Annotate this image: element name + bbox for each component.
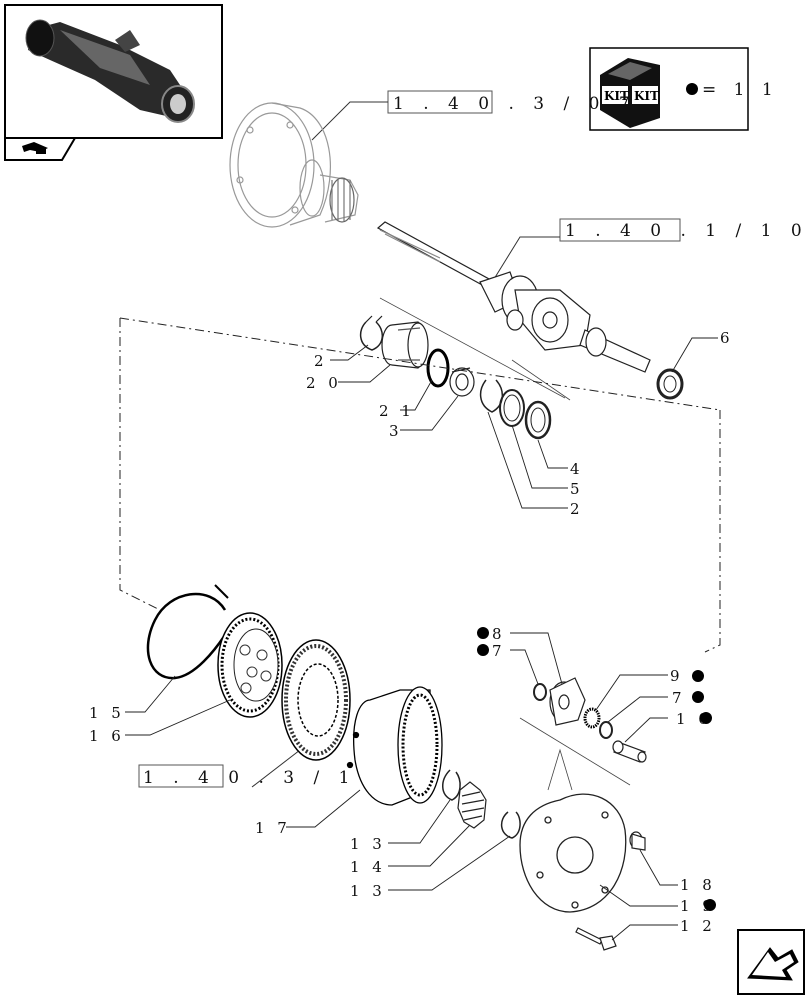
callout-21: 2 1 — [379, 402, 415, 420]
axle-assembly-icon — [25, 19, 195, 123]
thrust-washer-7-right — [599, 721, 613, 739]
planet-guide-lines — [519, 717, 631, 791]
callout-2-lower: 2 — [570, 500, 584, 518]
callout-9: 9 — [670, 667, 684, 685]
bolt-12 — [575, 927, 617, 951]
bearing-3 — [449, 367, 475, 397]
callout-7-left: 7 — [492, 642, 506, 660]
kit-dot-7-right — [692, 691, 704, 703]
kit-label-left: KIT — [604, 89, 629, 103]
dashed-alignment-lines — [119, 317, 721, 653]
callout-13-upper: 1 3 — [350, 835, 386, 853]
kit-quantity: = 1 1 — [702, 80, 779, 100]
planet-gear-8 — [549, 677, 586, 726]
spacer-6 — [656, 368, 684, 400]
snap-ring-2-upper — [359, 315, 383, 351]
kit-box-icon: KIT KIT — [600, 58, 660, 128]
callout-19: 1 9 — [680, 897, 716, 915]
callout-15: 1 5 — [89, 704, 125, 722]
callout-16: 1 6 — [89, 727, 125, 745]
plug-18 — [629, 831, 646, 851]
hand-pointer-icon — [22, 142, 48, 154]
kit-dot-8 — [477, 627, 489, 639]
callout-3: 3 — [389, 422, 403, 440]
callout-18: 1 8 — [680, 876, 716, 894]
reference-1-40-3-13[interactable]: 1 . 4 0 . 3 / 1 3 — [138, 749, 387, 788]
reference-1-40-1-10a[interactable]: 1 . 4 0 . 1 / 1 0 A — [485, 218, 812, 293]
kit-dot-19 — [704, 899, 716, 911]
kit-dot-7-left — [477, 644, 489, 656]
callout-10: 1 0 — [676, 710, 712, 728]
next-page-button[interactable] — [737, 929, 805, 995]
needle-bearing-9 — [583, 707, 601, 729]
kit-dot-10 — [700, 712, 712, 724]
leader-lines — [125, 337, 718, 941]
snap-ring-13-left — [442, 769, 461, 801]
callout-4: 4 — [570, 460, 584, 478]
callout-20: 2 0 — [306, 374, 342, 392]
seal-5 — [499, 389, 525, 427]
circlip-15 — [146, 584, 229, 680]
reference-text: 1 . 4 0 . 1 / 1 0 A — [565, 221, 812, 241]
planet-pin-10 — [612, 740, 647, 763]
reference-text: 1 . 4 0 . 3 / 1 3 — [143, 768, 387, 788]
kit-legend: KIT KIT = 1 1 — [589, 47, 779, 131]
snap-ring-13-right — [500, 811, 521, 839]
callout-7-right: 7 — [672, 689, 686, 707]
kit-dot-icon — [686, 83, 698, 95]
callout-17: 1 7 — [255, 819, 291, 837]
ring-gear-17 — [346, 686, 443, 806]
callout-2-upper: 2 — [314, 352, 328, 370]
next-page-arrow-icon — [747, 947, 799, 981]
reference-text: 1 . 4 0 . 3 / 0 7 — [393, 94, 637, 114]
callout-13-lower: 1 3 — [350, 882, 386, 900]
cover-flange — [519, 793, 627, 913]
callout-12: 1 2 — [680, 917, 716, 935]
kit-label-right: KIT — [634, 89, 659, 103]
callout-14: 1 4 — [350, 858, 386, 876]
flag-tab[interactable] — [4, 137, 77, 161]
callout-8: 8 — [492, 625, 506, 643]
bushing-20 — [381, 321, 429, 369]
callout-5: 5 — [570, 480, 584, 498]
sun-gear-14 — [457, 781, 487, 829]
reference-1-40-3-07[interactable]: 1 . 4 0 . 3 / 0 7 — [311, 90, 637, 141]
axle-shaft — [376, 221, 651, 373]
hub-housing — [229, 102, 359, 228]
callout-labels: 2 2 0 2 1 3 4 5 2 6 8 7 9 7 1 0 1 5 1 6 … — [89, 329, 734, 935]
friction-disc-pack — [281, 639, 351, 761]
axle-thumbnail[interactable] — [4, 4, 223, 139]
seal-4 — [524, 400, 552, 440]
snap-ring-2-lower — [479, 379, 503, 413]
kit-dot-9 — [692, 670, 704, 682]
planet-carrier-16 — [217, 612, 283, 718]
callout-6: 6 — [720, 329, 734, 347]
thrust-washer-7-left — [533, 683, 547, 701]
